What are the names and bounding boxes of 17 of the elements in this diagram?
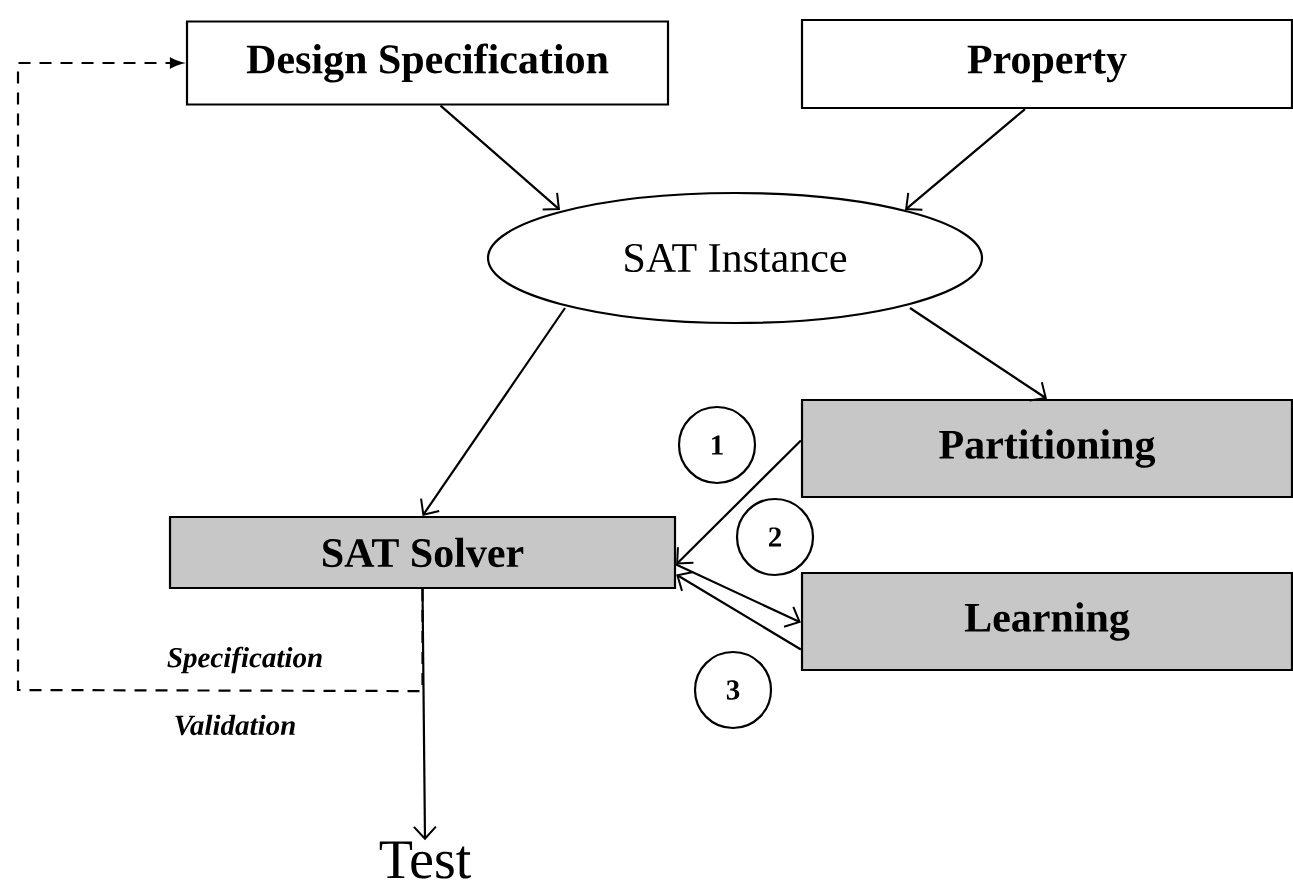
process-box: Learning [800,571,1293,672]
arrow [676,571,802,651]
ellipse-node: SAT Instance [486,191,984,325]
arrow [676,439,802,565]
arrow [675,563,801,628]
node-text: Test [379,841,471,879]
arrow [16,57,424,693]
arrow [420,307,566,516]
arrow [909,307,1047,402]
process-box: Design Specification [185,20,670,106]
arrow [905,108,1026,211]
arrow [439,104,560,211]
line-label: Validation [175,714,295,736]
process-box: Property [800,18,1293,110]
line-label: Specification [167,646,322,674]
process-box: SAT Solver [168,515,677,590]
process-box: Partitioning [800,398,1293,499]
